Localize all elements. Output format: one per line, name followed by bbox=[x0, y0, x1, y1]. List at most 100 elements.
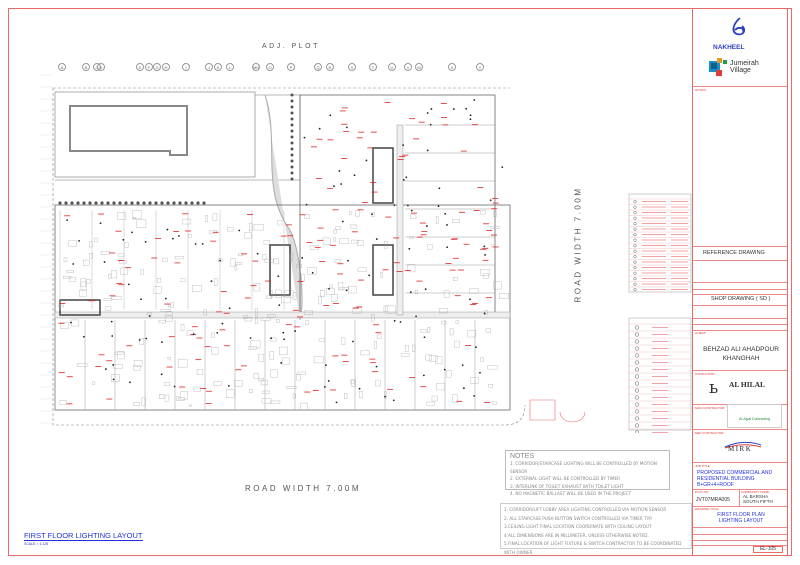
stair-core bbox=[372, 147, 394, 204]
furniture bbox=[70, 319, 79, 327]
grid-column-h: H bbox=[162, 63, 170, 71]
hedge-plant bbox=[184, 201, 188, 205]
furniture bbox=[487, 365, 498, 370]
furniture bbox=[63, 257, 68, 262]
furniture bbox=[420, 329, 427, 333]
furniture bbox=[146, 312, 152, 316]
light-fixture bbox=[294, 330, 297, 332]
light-fixture bbox=[462, 387, 465, 390]
furniture bbox=[344, 392, 348, 400]
floor-plan[interactable] bbox=[40, 60, 600, 510]
swimming-pool bbox=[69, 105, 188, 156]
hedge-plant bbox=[290, 171, 294, 175]
light-fixture bbox=[353, 174, 356, 177]
furniture bbox=[180, 324, 185, 331]
legend-symbol bbox=[635, 430, 639, 433]
hedge-plant bbox=[290, 93, 294, 97]
hedge-plant bbox=[112, 201, 116, 205]
furniture bbox=[279, 346, 288, 355]
furniture bbox=[385, 305, 396, 314]
light-fixture bbox=[352, 340, 354, 343]
mirk-logo-waves bbox=[723, 436, 763, 449]
furniture bbox=[357, 267, 367, 272]
furniture bbox=[204, 215, 208, 222]
legend-symbol bbox=[633, 211, 637, 215]
light-fixture bbox=[318, 127, 321, 130]
light-fixture bbox=[323, 385, 326, 388]
furniture bbox=[262, 390, 270, 394]
furniture bbox=[68, 239, 77, 247]
legend-symbol bbox=[633, 260, 637, 264]
furniture bbox=[263, 240, 270, 245]
note-item: 4. NO MAGNETIC BALLAST WILL BE USED IN T… bbox=[510, 491, 632, 496]
hedge-plant bbox=[290, 159, 294, 163]
light-fixture bbox=[341, 220, 344, 223]
furniture bbox=[296, 374, 301, 381]
furniture bbox=[57, 304, 64, 308]
furniture bbox=[213, 381, 222, 386]
furniture bbox=[380, 272, 383, 278]
furniture bbox=[492, 401, 498, 405]
light-fixture bbox=[345, 126, 348, 129]
legend-symbol bbox=[633, 277, 637, 281]
light-fixture bbox=[145, 337, 148, 340]
hedge-plant bbox=[178, 201, 182, 205]
furniture bbox=[322, 237, 331, 245]
light-fixture bbox=[365, 159, 368, 162]
community-label: COMMUNITY NAME: bbox=[741, 490, 770, 494]
furniture bbox=[488, 384, 493, 388]
furniture bbox=[63, 276, 71, 279]
light-fixture bbox=[144, 241, 147, 243]
hedge-plant bbox=[290, 99, 294, 103]
furniture bbox=[227, 227, 234, 232]
drawing-title: FIRST FLOOR LIGHTING LAYOUT bbox=[24, 531, 143, 541]
furniture bbox=[186, 330, 194, 336]
light-fixture bbox=[311, 271, 314, 274]
furniture bbox=[180, 391, 188, 400]
grid-column-b: B bbox=[82, 63, 90, 71]
light-fixture bbox=[444, 212, 447, 215]
light-fixture bbox=[327, 379, 330, 382]
furniture bbox=[113, 364, 123, 369]
furniture bbox=[349, 211, 352, 215]
legend-symbol bbox=[634, 416, 639, 421]
grid-column-u: U bbox=[388, 63, 396, 71]
furniture bbox=[133, 365, 141, 371]
client-label: CLIENT: bbox=[695, 331, 707, 335]
light-fixture bbox=[501, 166, 504, 168]
hedge-plant bbox=[202, 201, 206, 205]
legend-symbol bbox=[634, 409, 639, 414]
furniture bbox=[425, 354, 432, 361]
furniture bbox=[331, 293, 338, 302]
light-fixture bbox=[406, 204, 409, 207]
light-fixture bbox=[110, 320, 113, 323]
legend-symbol bbox=[633, 249, 637, 253]
furniture bbox=[188, 404, 192, 408]
mep-contractor-label: MEP CONTRACTOR: bbox=[695, 431, 725, 435]
furniture bbox=[443, 290, 450, 298]
furniture bbox=[289, 253, 294, 261]
general-note: 3.CEILING LIGHT FINAL LOCATION COORDINAT… bbox=[504, 524, 652, 529]
hedge-plant bbox=[88, 201, 92, 205]
wall bbox=[55, 94, 301, 181]
furniture bbox=[92, 381, 96, 385]
furniture bbox=[132, 210, 142, 219]
furniture bbox=[264, 258, 274, 263]
light-fixture bbox=[452, 108, 455, 110]
furniture bbox=[136, 219, 147, 228]
furniture bbox=[255, 317, 258, 325]
light-fixture bbox=[426, 112, 429, 114]
furniture bbox=[350, 224, 357, 229]
furniture bbox=[111, 296, 122, 300]
hedge-plant bbox=[290, 123, 294, 127]
grid-column-p: P bbox=[287, 63, 295, 71]
furniture bbox=[351, 379, 356, 387]
furniture bbox=[80, 278, 86, 287]
furniture bbox=[449, 328, 454, 336]
hedge-plant bbox=[124, 201, 128, 205]
furniture bbox=[176, 396, 179, 401]
furniture bbox=[493, 281, 502, 290]
furniture bbox=[329, 284, 333, 288]
furniture bbox=[490, 226, 500, 229]
light-fixture bbox=[473, 99, 476, 101]
